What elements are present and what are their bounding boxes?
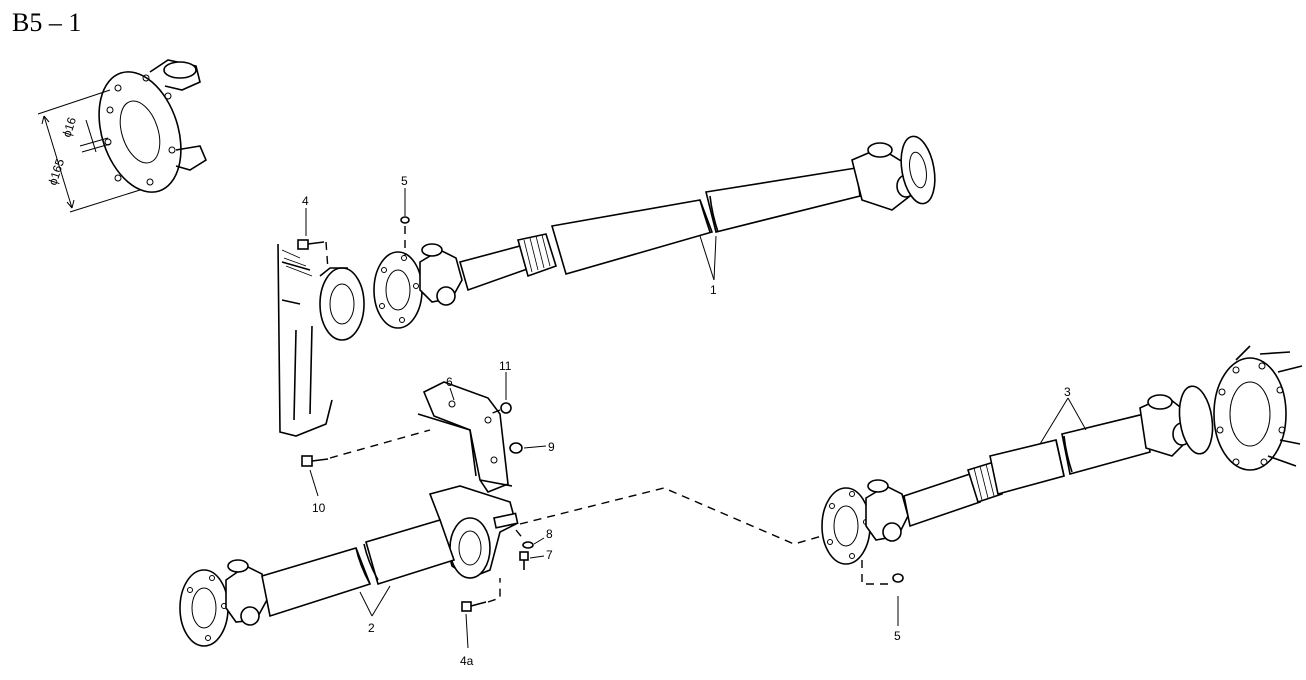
callout-7: 7 [546, 548, 553, 562]
callout-2: 2 [368, 621, 375, 635]
bolt-4 [297, 239, 325, 250]
leader-lines [305, 188, 1087, 649]
transmission-housing [277, 243, 365, 437]
washer-5-bottom [892, 573, 904, 583]
callout-4a: 4a [460, 654, 474, 668]
washer-8 [522, 541, 534, 549]
callout-9: 9 [548, 440, 555, 454]
callout-10: 10 [312, 501, 326, 515]
callout-8: 8 [546, 527, 553, 541]
callout-4: 4 [302, 194, 309, 208]
rear-axle-flange [1213, 345, 1303, 471]
callout-6: 6 [446, 375, 453, 389]
callout-3: 3 [1064, 385, 1071, 399]
nut-9 [509, 442, 523, 454]
flange-yoke-detail: ϕ165 ϕ16 [37, 59, 208, 213]
callout-5-top: 5 [401, 174, 408, 188]
bolt-7 [519, 551, 529, 570]
hole-diameter-dimension: ϕ16 [60, 115, 80, 139]
nut-11 [500, 402, 512, 414]
bolt-10 [301, 455, 329, 467]
bolt-4a [461, 601, 487, 612]
page-title: B5 – 1 [12, 8, 82, 37]
callout-1: 1 [710, 283, 717, 297]
propshaft-3 [821, 385, 1214, 565]
callout-5-bottom: 5 [894, 629, 901, 643]
propshaft-1 [373, 135, 936, 329]
propshaft-2 [179, 519, 456, 647]
callout-11: 11 [499, 359, 512, 373]
washer-5-top [400, 216, 410, 224]
center-bearing-bracket [417, 381, 513, 493]
